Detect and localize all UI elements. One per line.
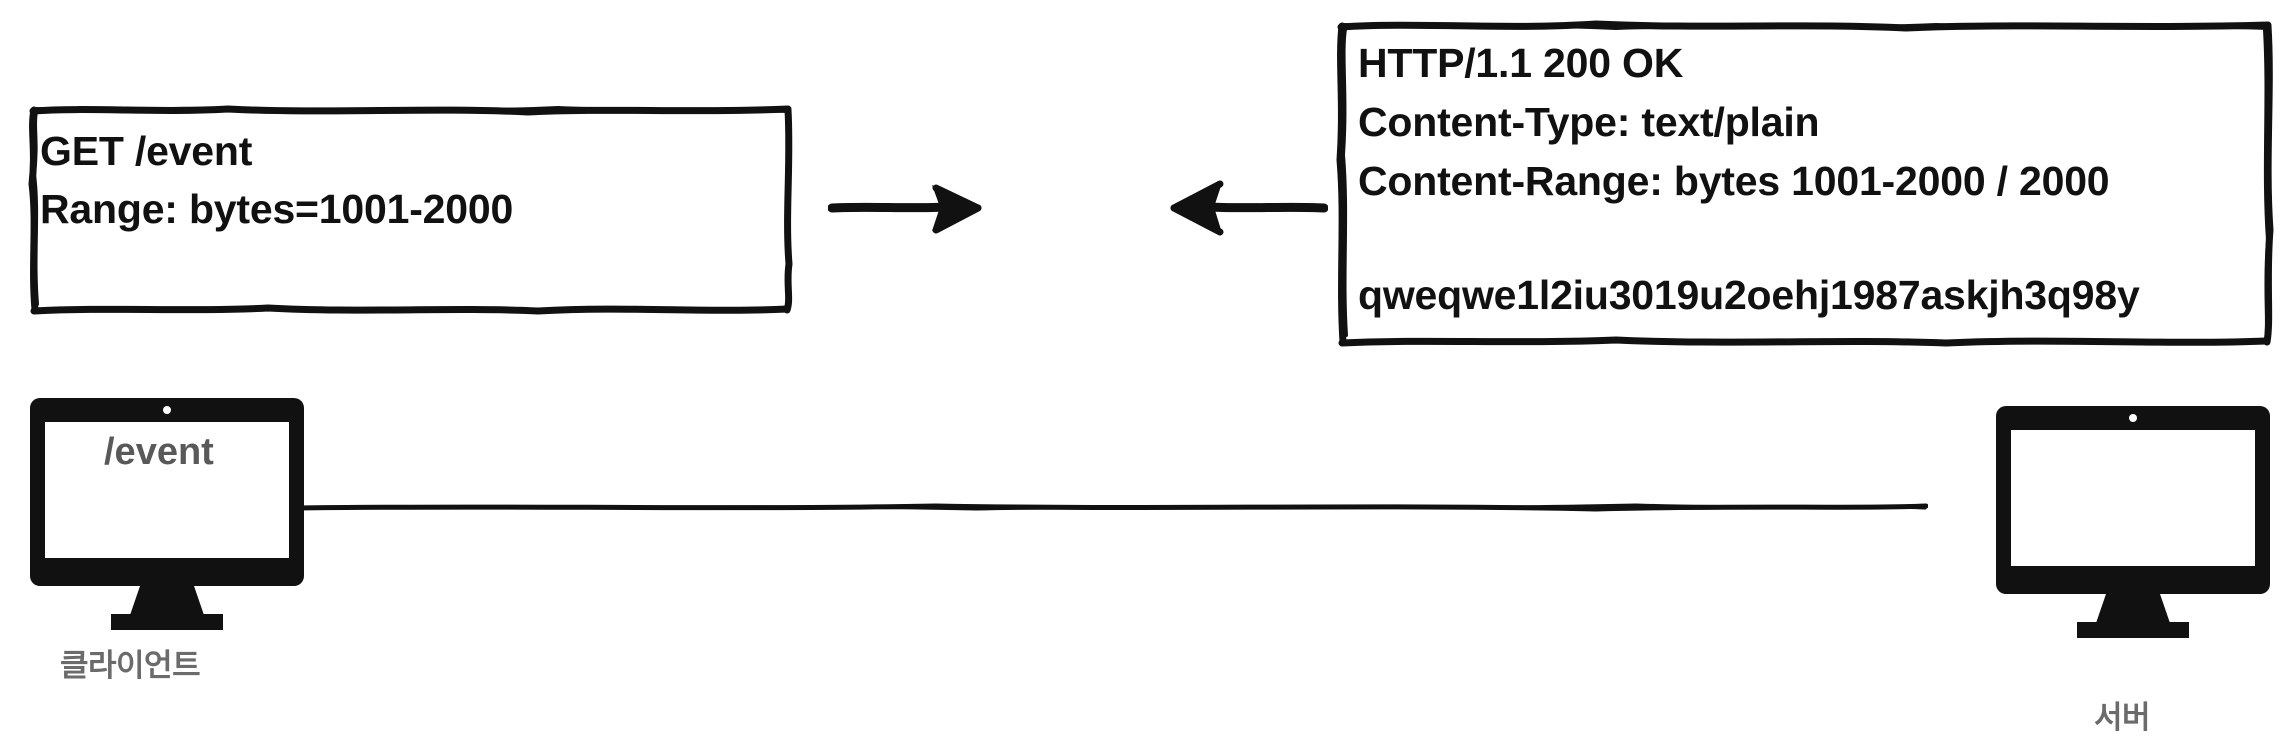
network-link xyxy=(295,492,1929,527)
client-monitor: /event xyxy=(28,396,318,641)
response-arrow xyxy=(1168,176,1329,245)
request-line-2: Range: bytes=1001-2000 xyxy=(40,186,514,232)
arrow-right-icon xyxy=(827,184,982,234)
monitor-icon xyxy=(30,398,304,630)
client-caption: 클라이언트 xyxy=(60,648,201,683)
monitor-icon xyxy=(1996,406,2270,638)
http-request-box: GET /event Range: bytes=1001-2000 xyxy=(28,104,794,316)
response-line-1: HTTP/1.1 200 OK xyxy=(1358,40,1684,86)
server-caption: 서버 xyxy=(2094,700,2151,735)
request-arrow xyxy=(827,176,988,245)
response-body-payload: qweqwe1l2iu3019u2oehj1987askjh3q98y xyxy=(1358,272,2140,318)
horizontal-line-icon xyxy=(295,503,1929,512)
response-line-2: Content-Type: text/plain xyxy=(1358,99,1820,145)
server-monitor xyxy=(1994,404,2284,649)
client-screen-text: /event xyxy=(104,431,214,473)
http-response-box: HTTP/1.1 200 OK Content-Type: text/plain… xyxy=(1336,20,2274,348)
arrow-left-icon xyxy=(1170,180,1329,236)
response-line-3-content-range: Content-Range: bytes 1001-2000 / 2000 xyxy=(1358,158,2110,204)
request-line-1: GET /event xyxy=(40,128,253,174)
